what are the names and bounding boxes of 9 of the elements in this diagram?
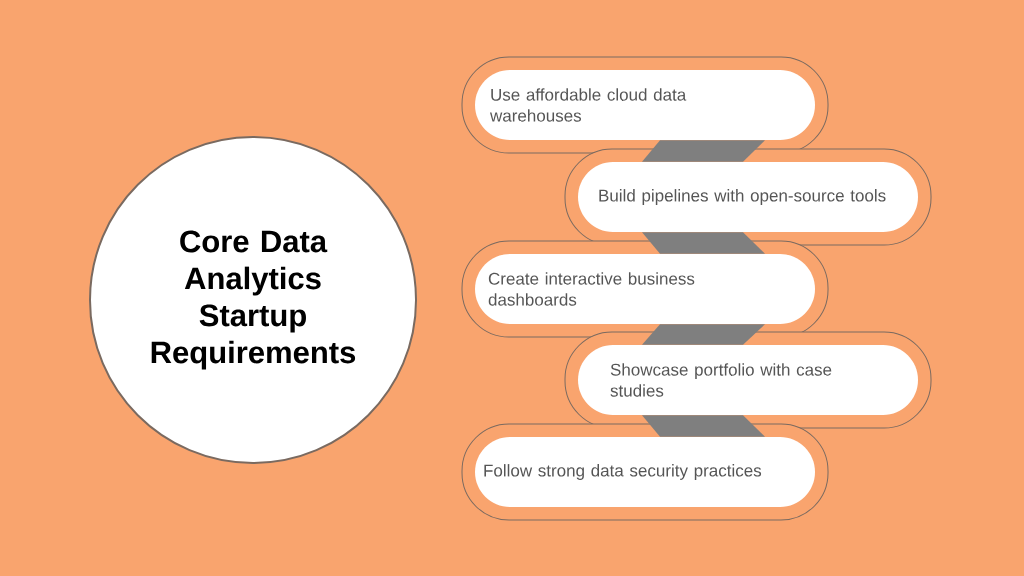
step-pill: Showcase portfolio with case studies — [578, 345, 918, 415]
step-pill: Follow strong data security practices — [475, 437, 815, 507]
connector-band — [642, 415, 765, 437]
step-pill: Create interactive business dashboards — [475, 254, 815, 324]
step-pill: Use affordable cloud data warehouses — [475, 70, 815, 140]
connector-band — [642, 140, 765, 162]
connector-band — [642, 324, 765, 345]
step-pill: Build pipelines with open-source tools — [578, 162, 918, 232]
connector-band — [642, 232, 765, 254]
